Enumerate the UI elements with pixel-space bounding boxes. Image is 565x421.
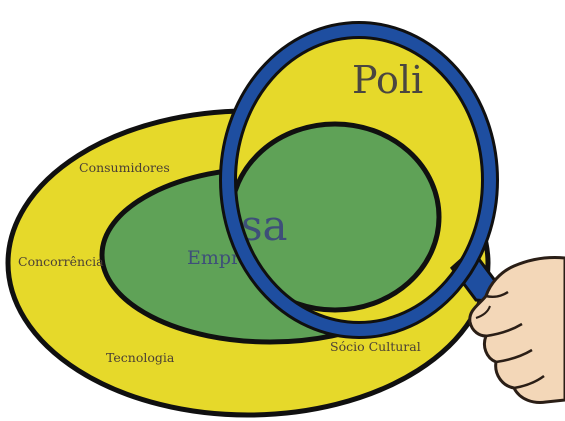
- label-concorrencia: Concorrência: [18, 254, 104, 269]
- label-poli: Poli: [352, 58, 423, 102]
- label-socio-cultural: Sócio Cultural: [330, 339, 421, 354]
- label-empresa-partial: Empr: [187, 247, 241, 269]
- label-consumidores: Consumidores: [79, 160, 170, 175]
- label-tecnologia: Tecnologia: [106, 350, 175, 365]
